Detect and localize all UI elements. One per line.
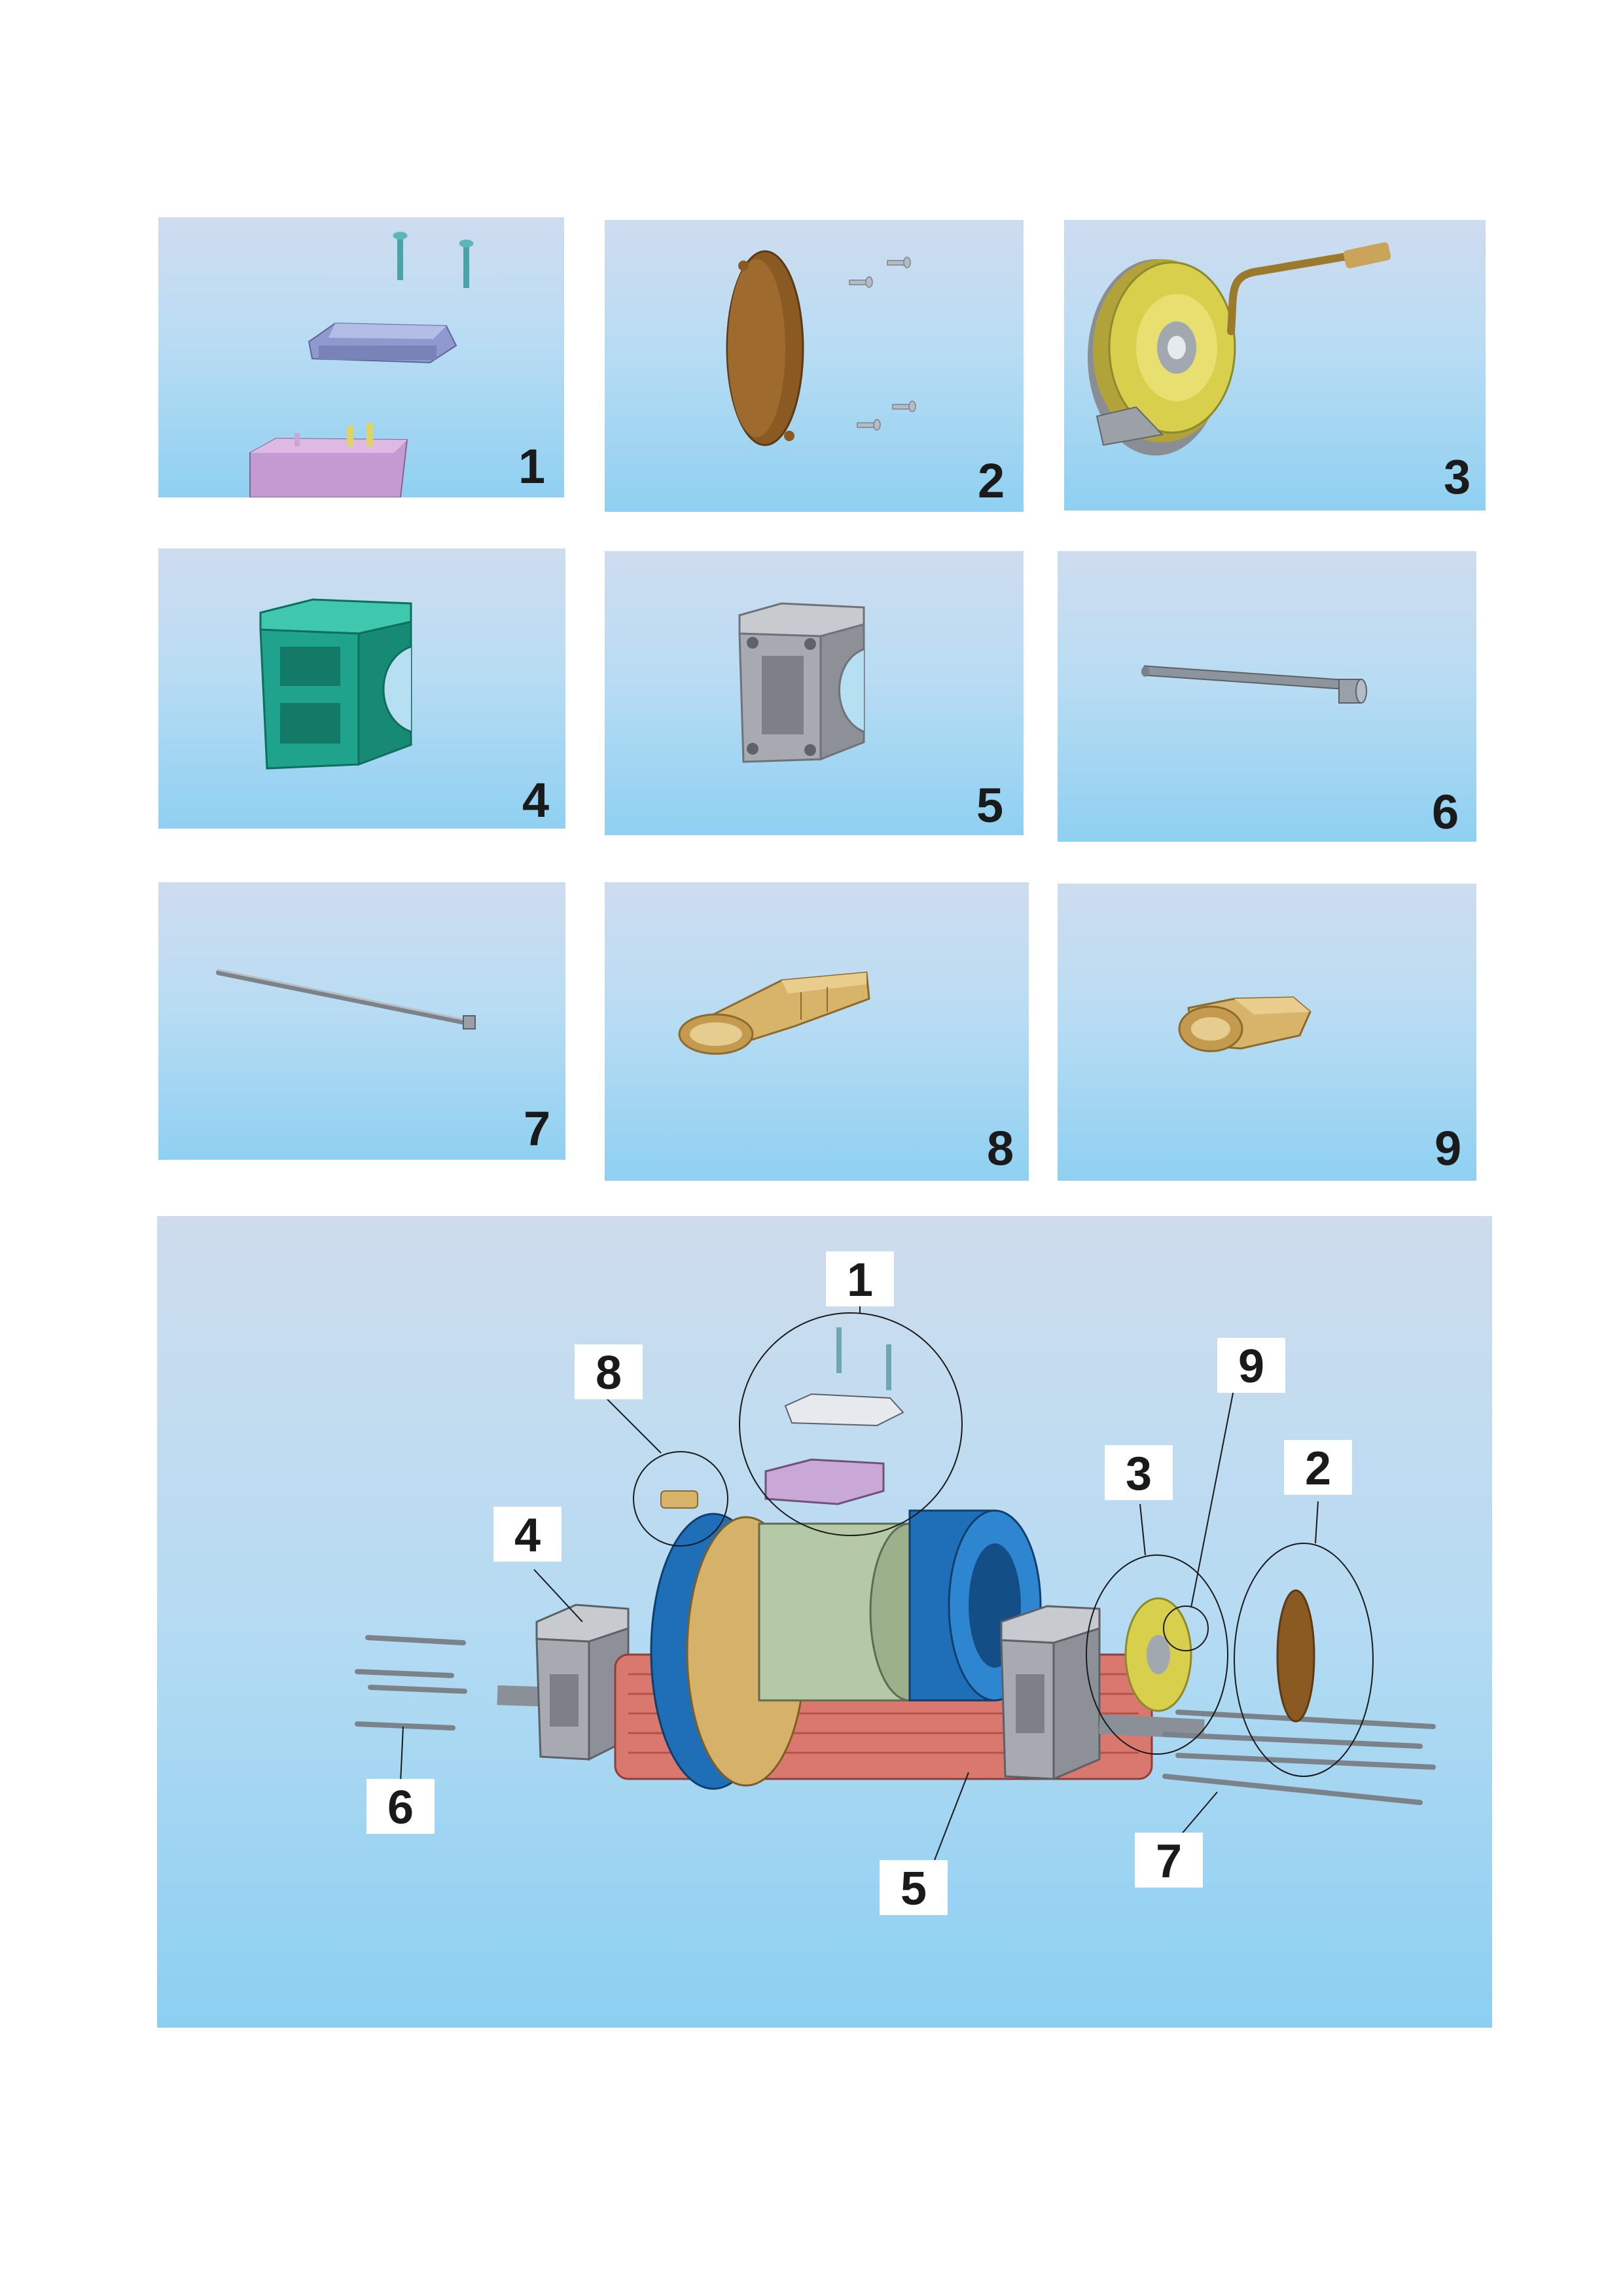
small-connector <box>1178 996 1311 1052</box>
panel-9: 9 <box>1058 884 1476 1181</box>
detail-circle-8 <box>633 1451 728 1547</box>
detail-circle-9 <box>1163 1605 1209 1651</box>
callout-7: 7 <box>1135 1833 1203 1888</box>
right-bracket <box>1000 1605 1101 1781</box>
grey-bracket <box>738 602 865 763</box>
control-box-lid <box>308 322 457 364</box>
end-cover <box>726 250 804 446</box>
control-box-mounted <box>764 1458 885 1505</box>
green-bracket <box>259 598 412 770</box>
left-bolts <box>355 1635 467 1731</box>
panel-number: 6 <box>1432 785 1459 839</box>
detail-circle-1 <box>739 1312 963 1536</box>
callout-1: 1 <box>826 1251 894 1306</box>
callout-4: 4 <box>493 1507 562 1562</box>
control-box-illustration <box>249 232 474 497</box>
detail-circle-2 <box>1234 1543 1374 1777</box>
control-box-base <box>249 423 408 497</box>
panel-3: 3 <box>1064 220 1486 511</box>
panel-6: 6 <box>1058 551 1476 842</box>
blue-front-housing <box>908 1509 1042 1702</box>
callout-6: 6 <box>366 1779 435 1834</box>
brake-illustration <box>1088 242 1391 456</box>
screw-2 <box>459 240 474 288</box>
green-bracket-illustration <box>259 598 412 770</box>
long-tie-rod <box>216 969 476 1030</box>
callout-9: 9 <box>1217 1338 1285 1393</box>
end-cover-illustration <box>726 250 916 446</box>
panel-1: 1 <box>158 217 564 497</box>
detail-circle-3 <box>1086 1554 1228 1755</box>
panel-8: 8 <box>605 882 1029 1181</box>
callout-8: 8 <box>575 1344 643 1399</box>
exploded-assembly-illustration <box>355 1306 1436 1861</box>
small-connector-illustration <box>1178 996 1311 1052</box>
panel-number: 2 <box>978 454 1005 508</box>
panel-number: 1 <box>518 439 546 493</box>
panel-number: 5 <box>976 778 1004 833</box>
panel-number: 9 <box>1435 1121 1462 1175</box>
panel-7: 7 <box>158 882 565 1160</box>
short-bolt <box>1141 665 1367 704</box>
panel-number: 8 <box>987 1121 1014 1175</box>
grey-bracket-illustration <box>738 602 865 763</box>
exploded-assembly-panel: 1 8 9 3 2 4 6 5 7 <box>157 1216 1492 2028</box>
panel-2: 2 <box>605 220 1024 512</box>
panel-5: 5 <box>605 551 1024 835</box>
callout-3: 3 <box>1105 1445 1173 1500</box>
panel-number: 4 <box>522 773 550 827</box>
cover-screws <box>849 257 916 431</box>
short-bolt-illustration <box>1141 665 1367 704</box>
large-connector-illustration <box>678 971 870 1055</box>
screw-1 <box>393 232 408 280</box>
brake-cable <box>1227 242 1391 335</box>
callout-5: 5 <box>880 1860 948 1915</box>
callout-2: 2 <box>1284 1440 1352 1495</box>
tie-rod-illustration <box>216 969 476 1030</box>
panel-number: 3 <box>1444 450 1471 504</box>
brake-assembly <box>1088 259 1236 456</box>
panel-4: 4 <box>158 548 565 829</box>
panel-number: 7 <box>524 1102 551 1156</box>
large-connector <box>678 971 870 1055</box>
right-tie-rods <box>1162 1710 1436 1805</box>
right-shaft <box>1099 1714 1205 1739</box>
